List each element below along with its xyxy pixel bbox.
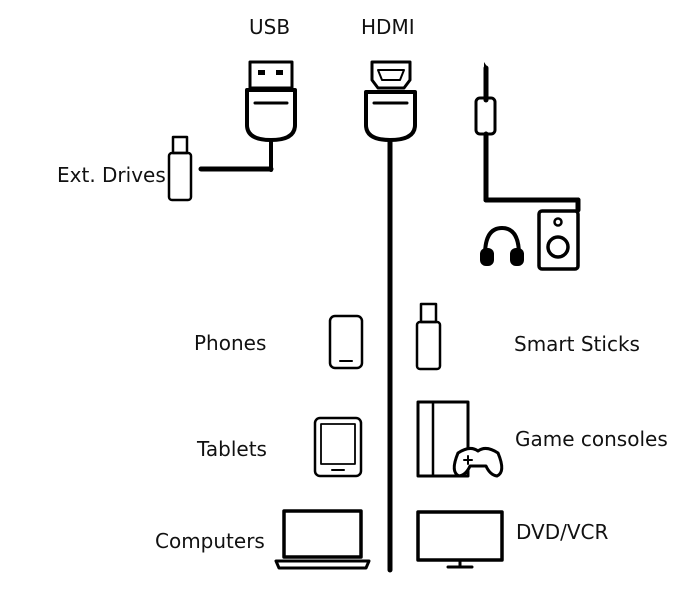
dvd-vcr-label: DVD/VCR	[516, 520, 609, 544]
game-console-icon	[416, 400, 470, 478]
game-consoles-label: Game consoles	[515, 427, 668, 451]
tablets-label: Tablets	[197, 437, 267, 461]
phones-label: Phones	[194, 331, 267, 355]
usb-label: USB	[249, 15, 291, 39]
hdmi-label: HDMI	[361, 15, 415, 39]
speaker-icon	[537, 209, 580, 271]
smart-stick-icon	[415, 302, 442, 371]
ext-drives-label: Ext. Drives	[57, 163, 166, 187]
audio-jack-icon	[474, 62, 581, 213]
usb-drive-icon	[167, 135, 193, 202]
phone-icon	[328, 314, 364, 370]
hdmi-plug-icon	[364, 60, 417, 142]
laptop-icon	[274, 509, 371, 570]
headphones-icon	[480, 226, 524, 266]
computers-label: Computers	[155, 529, 265, 553]
gamepad-icon	[452, 446, 504, 478]
tablet-icon	[313, 416, 363, 478]
monitor-icon	[416, 510, 504, 569]
usb-plug-icon	[245, 60, 297, 172]
smart-sticks-label: Smart Sticks	[514, 332, 640, 356]
